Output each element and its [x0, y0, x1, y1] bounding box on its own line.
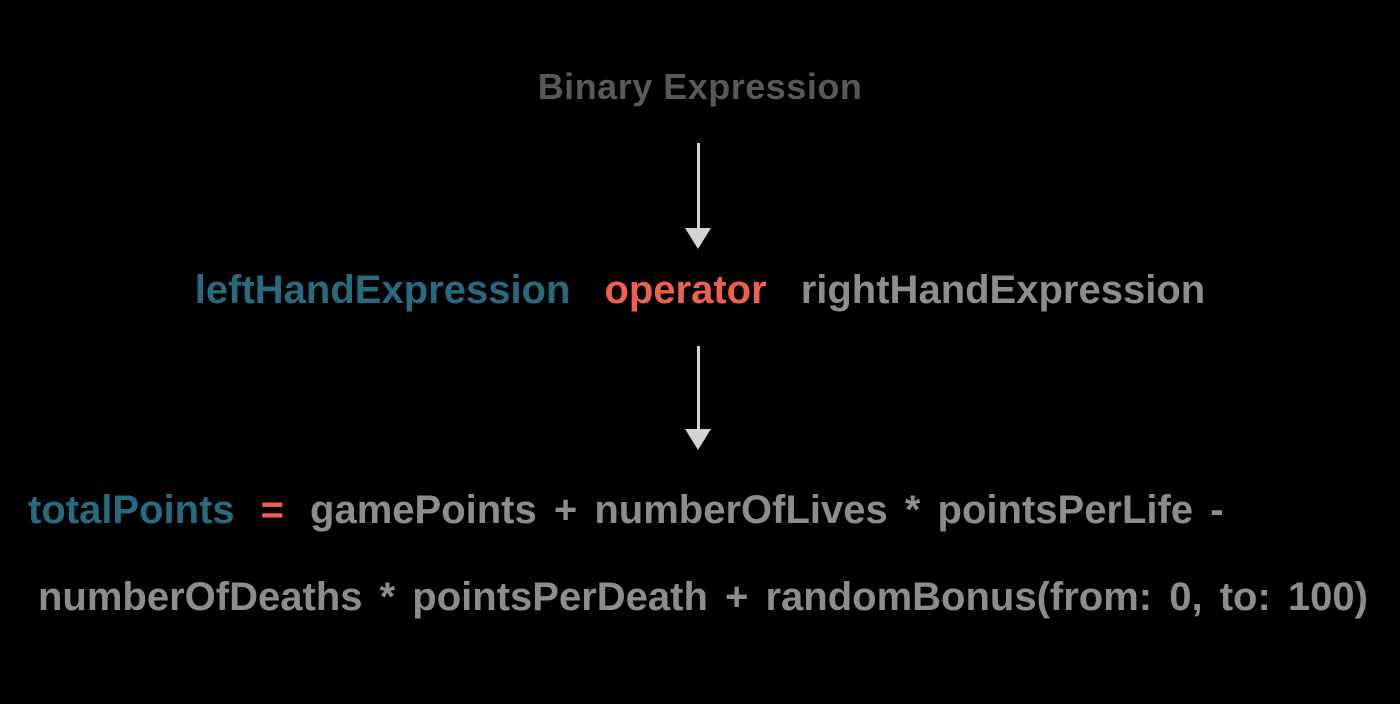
down-arrow-icon: [685, 143, 711, 249]
example-rhs-line1-text: gamePoints + numberOfLives * pointsPerLi…: [310, 488, 1224, 532]
operator-label: operator: [604, 268, 767, 312]
example-lhs-label: totalPoints: [28, 488, 235, 532]
right-hand-expression-label: rightHandExpression: [800, 268, 1206, 312]
down-arrow-icon: [685, 346, 711, 450]
example-expression-line-1: totalPoints = gamePoints + numberOfLives…: [28, 487, 1224, 533]
pattern-row: leftHandExpression operator rightHandExp…: [0, 267, 1400, 313]
arrow-shaft: [696, 346, 700, 429]
left-hand-expression-label: leftHandExpression: [194, 268, 571, 312]
example-rhs-line2-text: numberOfDeaths * pointsPerDeath + random…: [38, 575, 1368, 619]
arrow-head: [685, 228, 711, 249]
example-expression-line-2: numberOfDeaths * pointsPerDeath + random…: [38, 574, 1368, 620]
example-assign-operator: =: [260, 488, 285, 532]
arrow-shaft: [696, 143, 700, 228]
arrow-head: [685, 429, 711, 450]
diagram-title: Binary Expression: [537, 66, 863, 107]
